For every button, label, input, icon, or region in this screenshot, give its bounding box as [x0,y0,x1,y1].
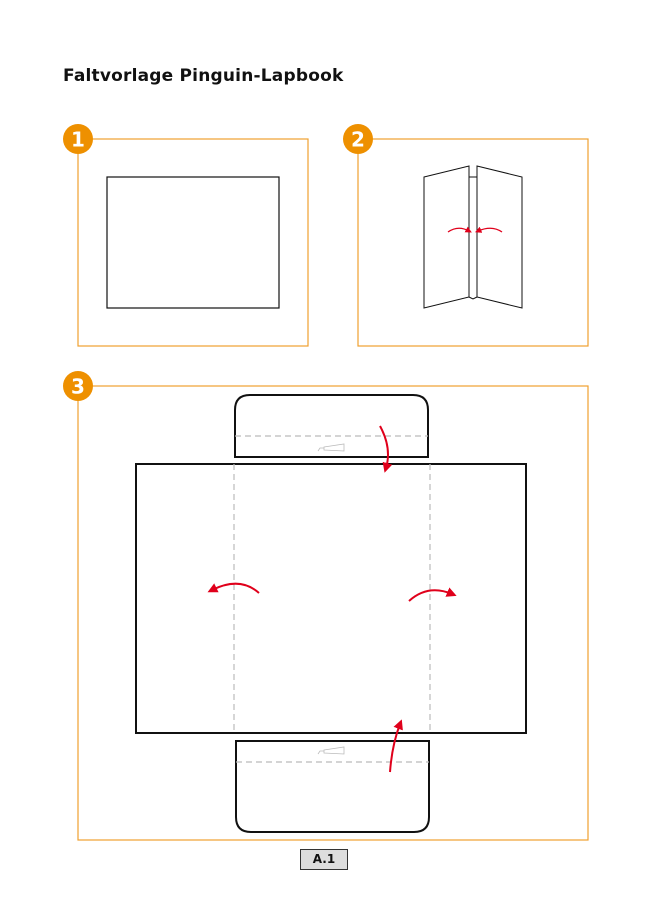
folded-paper [423,165,523,309]
page-label: A.1 [300,849,348,870]
fold-arrow-icon [447,226,503,233]
page-title: Faltvorlage Pinguin-Lapbook [63,66,344,86]
main-sheet [135,463,527,734]
top-flap [234,394,429,458]
step-3-number: 3 [71,375,85,399]
step-3-panel: 3 [63,371,589,841]
glue-tube-icon [317,746,345,755]
step-3-badge: 3 [63,371,93,401]
fold-arrow-icon [207,425,457,773]
glue-tube-icon [317,443,345,452]
step-2-number: 2 [351,128,365,152]
step-1-badge: 1 [63,124,93,154]
paper-sheet [106,176,280,309]
step-1-number: 1 [71,128,85,152]
step-1-panel: 1 [63,124,309,347]
step-2-badge: 2 [343,124,373,154]
bottom-flap [235,740,430,833]
step-2-panel: 2 [343,124,589,347]
